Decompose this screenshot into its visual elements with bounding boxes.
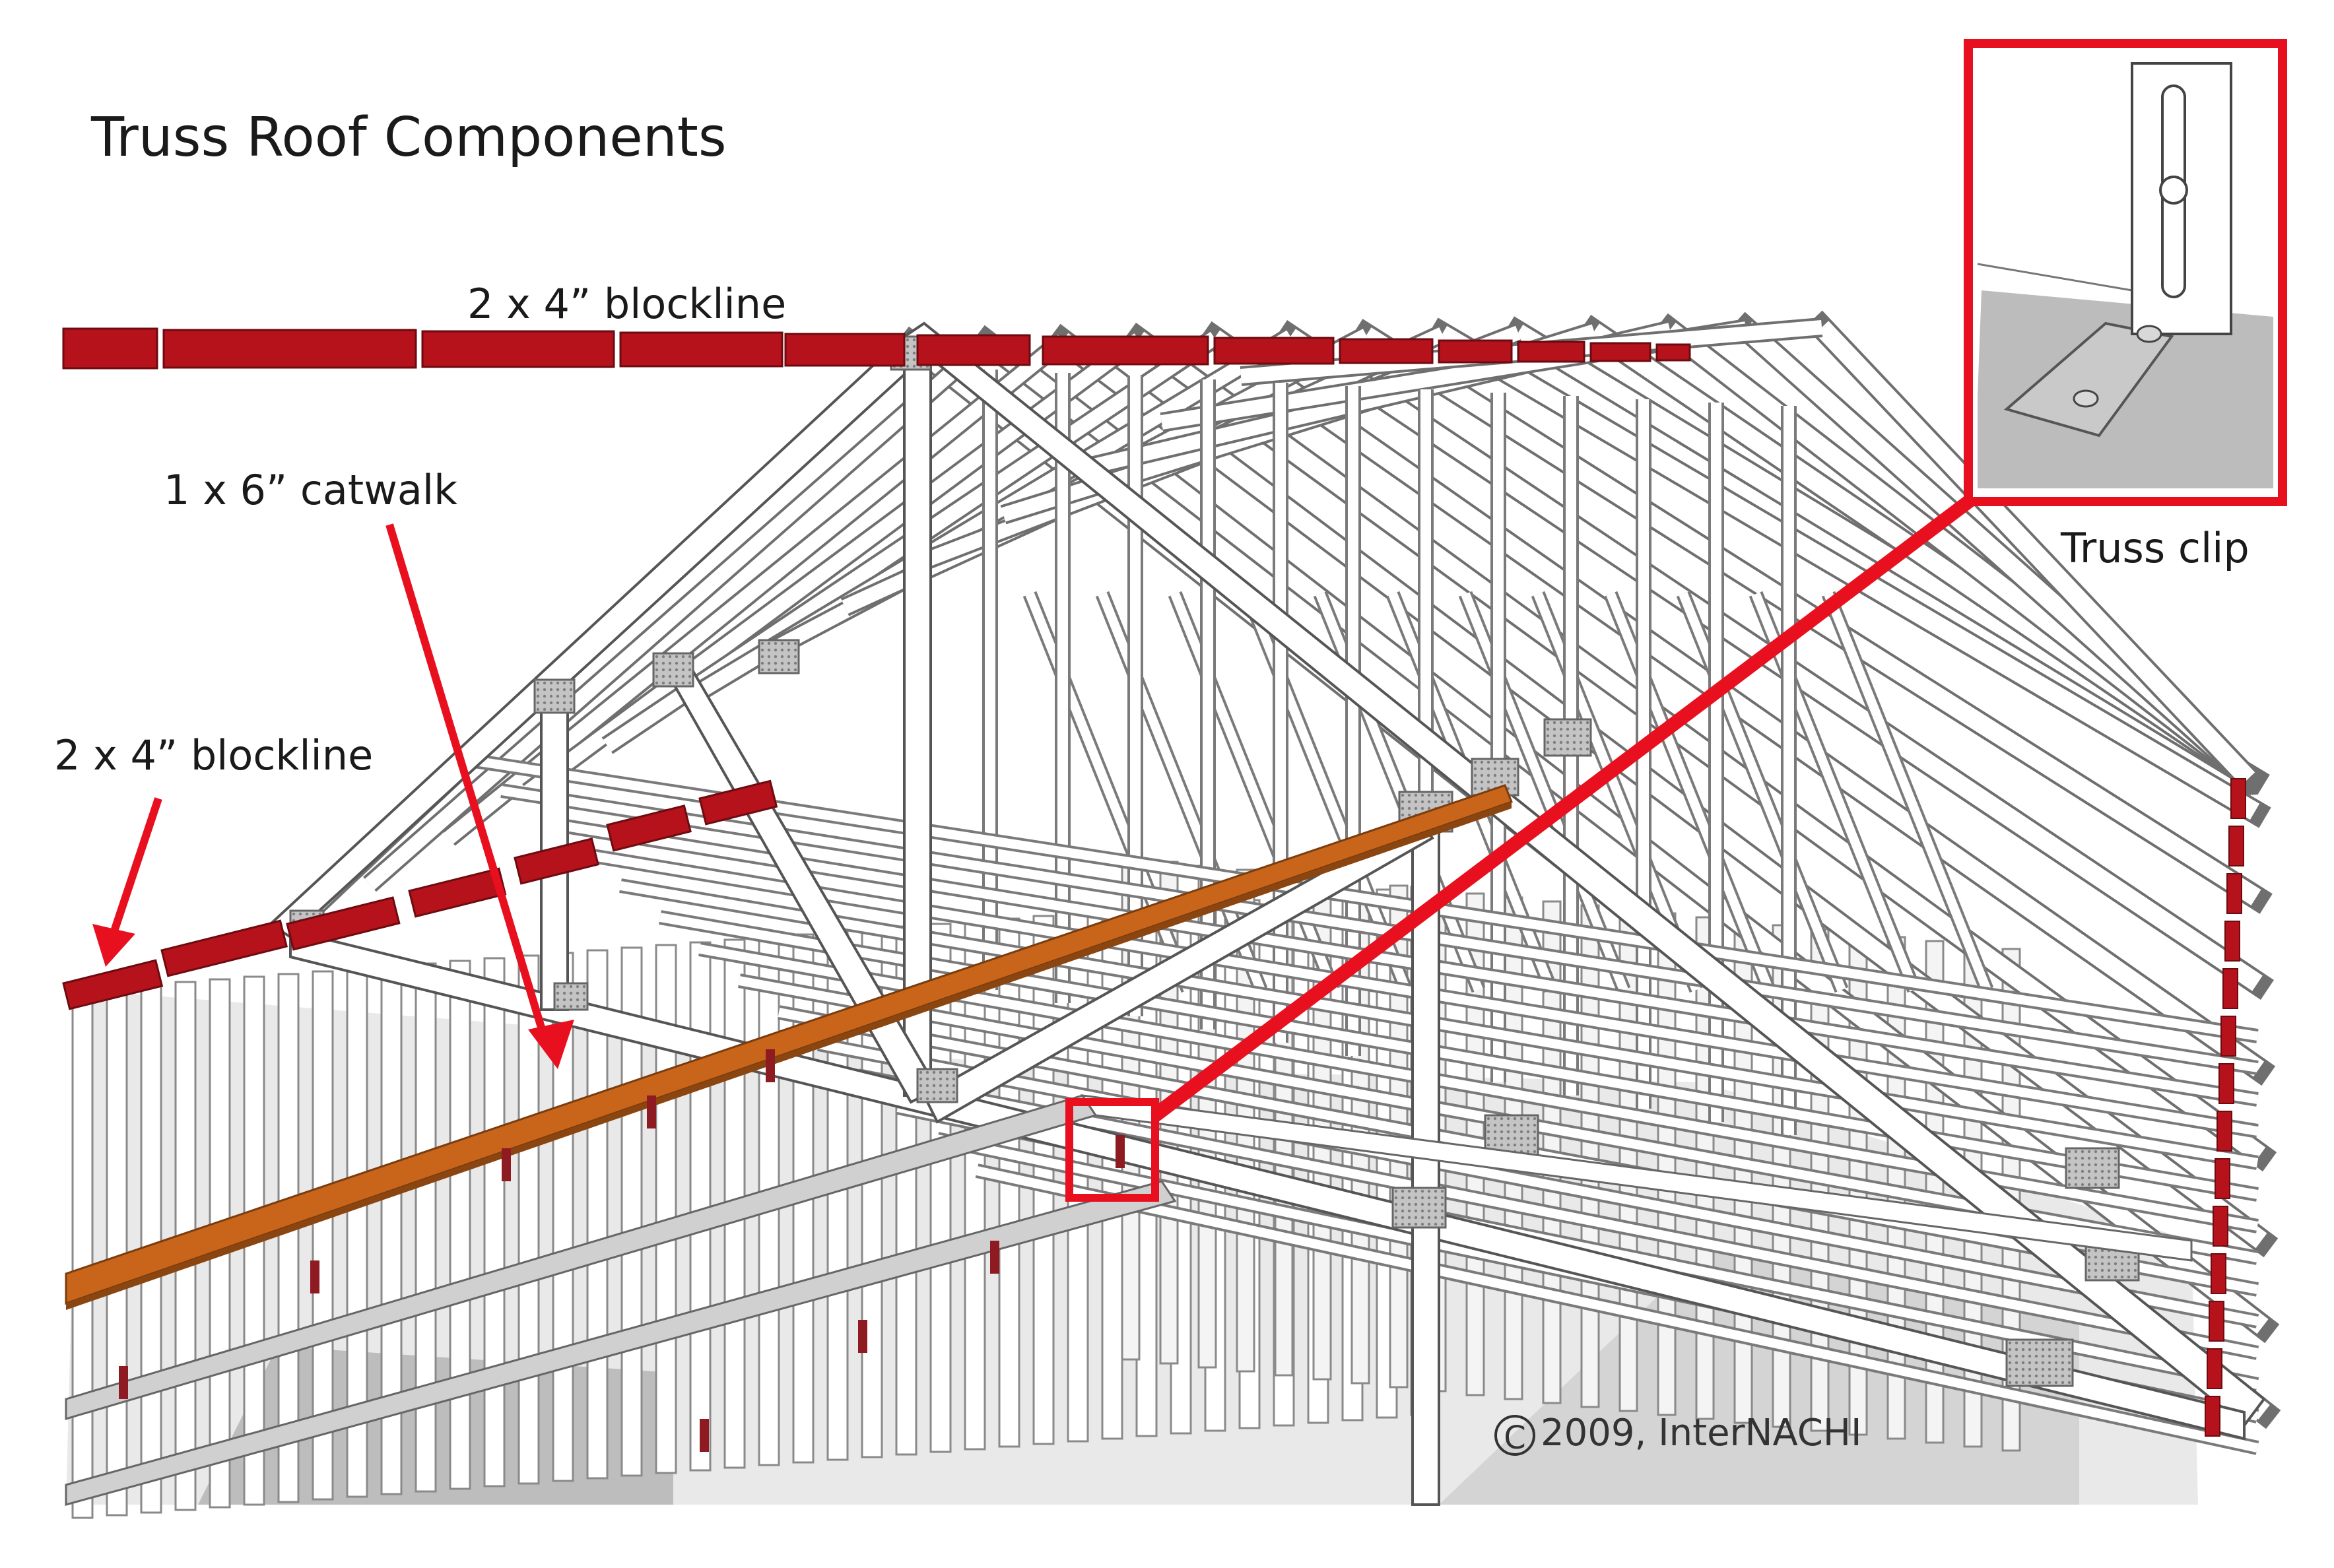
label-blockline-top: 2 x 4” blockline — [467, 280, 787, 328]
blockline-left-arrow — [108, 797, 162, 938]
eave-block — [408, 867, 507, 918]
ridge-block — [784, 333, 906, 367]
wall-stud — [517, 954, 540, 1485]
right-eave-blockline — [2205, 778, 2246, 1437]
ridge-block — [162, 329, 417, 369]
label-blockline-left: 2 x 4” blockline — [54, 731, 374, 779]
ridge-block — [421, 330, 615, 368]
wall-stud — [586, 949, 609, 1480]
callout-arrows — [92, 523, 574, 1069]
truss-bottom-chord-face — [817, 1039, 2259, 1326]
right-eave-block — [2222, 968, 2238, 1009]
clip-location-box — [1065, 1098, 1159, 1202]
label-truss-clip: Truss clip — [2061, 524, 2250, 572]
ridge-block — [1438, 339, 1513, 364]
diagram-title: Truss Roof Components — [91, 106, 727, 169]
eave-block — [698, 779, 778, 826]
catwalk-board — [65, 784, 1513, 1310]
right-eave-block — [2211, 1253, 2226, 1294]
copyright-symbol: C — [1494, 1415, 1535, 1456]
truss-top-chord-left-face — [364, 336, 992, 890]
eave-blockline — [62, 779, 778, 1010]
callout-connector — [1152, 492, 1980, 1122]
ridge-block — [1589, 342, 1651, 362]
truss-top-chord-face — [1815, 321, 2255, 785]
clip-nail-head — [2159, 176, 2188, 205]
right-eave-block — [2226, 873, 2242, 914]
right-eave-block — [2215, 1158, 2230, 1199]
ridge-block — [1655, 343, 1691, 362]
right-eave-block — [2224, 921, 2240, 962]
ridge-blockline — [62, 327, 1691, 370]
eave-block — [160, 919, 288, 977]
eave-block — [286, 896, 401, 951]
ridge-block — [1339, 338, 1434, 364]
blockline-left-arrow-head — [92, 924, 135, 967]
right-eave-block — [2209, 1301, 2224, 1342]
eave-block — [62, 959, 164, 1010]
clip-bracket-base — [2003, 321, 2174, 438]
wall-stud — [106, 986, 128, 1517]
eave-block — [514, 837, 599, 885]
truss-bottom-chord-face — [500, 786, 2259, 1072]
truss-bottom-chord-face — [540, 818, 2259, 1104]
right-eave-block — [2207, 1348, 2222, 1389]
ridge-block — [619, 331, 784, 368]
wall-stud — [71, 989, 94, 1519]
truss-clip-brackets — [119, 1049, 1125, 1452]
wall-stud — [415, 962, 437, 1493]
top-plate-rails — [65, 1094, 2193, 1506]
right-eave-block — [2205, 1396, 2220, 1437]
ridge-block — [1517, 341, 1585, 363]
wall-stud — [449, 960, 471, 1490]
ridge-block — [62, 327, 158, 370]
truss-clip-callout — [1065, 39, 2287, 1202]
wall-stud — [277, 973, 300, 1503]
truss-bottom-chord-face — [857, 1071, 2259, 1357]
truss-top-chord-face — [1285, 329, 2263, 991]
wall-stud — [689, 941, 712, 1472]
truss-web-diagonal-face — [1824, 592, 1991, 992]
right-eave-block — [2218, 1063, 2234, 1104]
copyright-text: 2009, InterNACHI — [1541, 1412, 1862, 1455]
ridge-block — [1042, 335, 1209, 366]
right-eave-block — [2220, 1016, 2236, 1057]
right-eave-block — [2230, 778, 2246, 819]
catwalk-arrow-head — [528, 1020, 574, 1069]
truss-bottom-chord-face — [976, 1166, 2259, 1453]
wall-stud — [483, 957, 506, 1487]
truss-top-chord-face — [1057, 333, 2267, 1249]
clip-nail-1 — [2136, 325, 2162, 343]
right-eave-block — [2228, 826, 2244, 866]
label-catwalk: 1 x 6” catwalk — [164, 466, 458, 514]
truss-top-chord-face — [1209, 330, 2265, 1077]
wall-stud — [1657, 912, 1677, 1416]
right-eave-block — [2213, 1206, 2228, 1247]
eave-block — [606, 804, 692, 852]
truss-top-chord-face — [1133, 331, 2266, 1163]
ridge-block — [1213, 337, 1335, 365]
right-eave-block — [2217, 1111, 2232, 1152]
clip-nail-2 — [2073, 389, 2099, 408]
catwalk-arrow — [385, 523, 552, 1051]
ridge-block — [916, 334, 1031, 366]
